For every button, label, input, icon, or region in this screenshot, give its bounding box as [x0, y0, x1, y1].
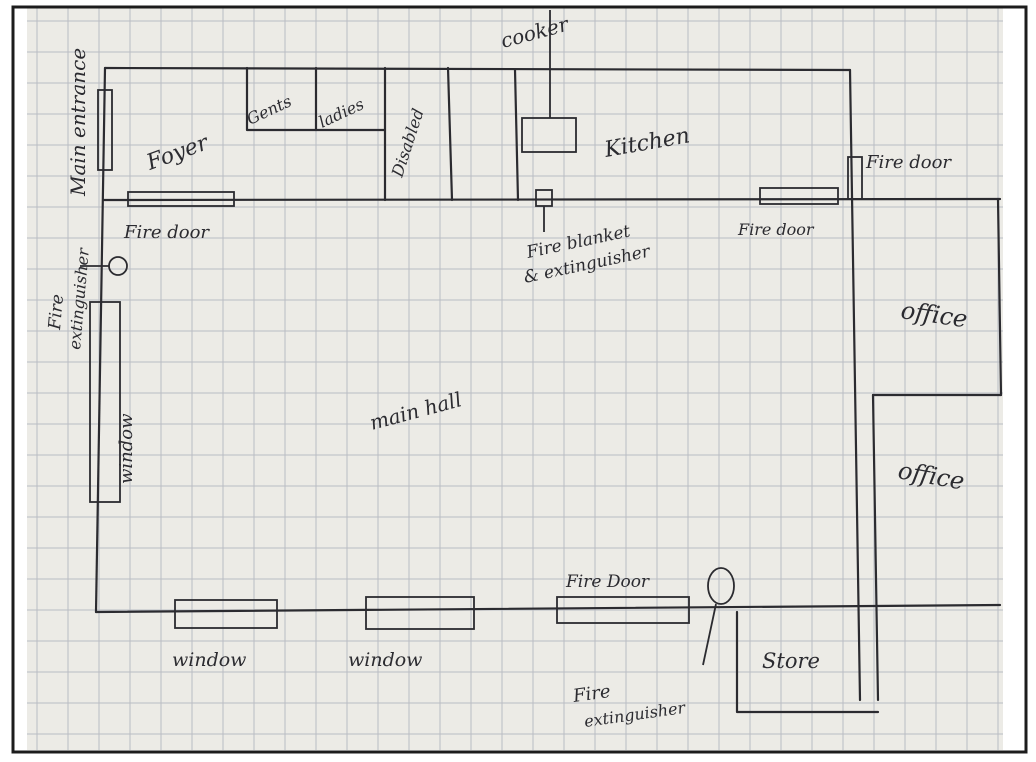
bottom-wall	[94, 603, 1002, 614]
store-walls	[735, 610, 880, 714]
window-bottom-2-label: window	[348, 649, 422, 671]
fire-extinguisher-left-label-line1: Fire	[45, 293, 68, 331]
main-entrance-label: Main entrance	[66, 48, 90, 197]
office-right-wall	[996, 197, 1003, 397]
gents-wall	[245, 66, 387, 132]
top-wall	[103, 66, 852, 72]
window-bottom-1-label: window	[172, 649, 246, 671]
fire-door-bottom-label: Fire Door	[565, 572, 650, 592]
window-bottom-1	[174, 599, 278, 629]
kitchen-office-wall	[848, 68, 862, 702]
screenshot-border	[11, 5, 1028, 754]
window-bottom-2	[365, 596, 475, 630]
graph-paper	[27, 7, 1003, 750]
fire-door-kitchen	[759, 187, 839, 205]
window-left	[89, 301, 121, 503]
fire-door-top-right-label: Fire door	[865, 152, 952, 173]
cooker-symbol	[521, 117, 577, 153]
fire-door-top-right	[847, 156, 863, 200]
main-entrance-door	[97, 89, 113, 171]
office-left-wall-lower	[871, 393, 880, 702]
fire-door-kitchen-label: Fire door	[737, 220, 815, 239]
store-label: Store	[762, 649, 820, 673]
kitchen-left-wall	[513, 68, 520, 202]
fire-door-foyer	[127, 191, 235, 207]
fire-door-foyer-label: Fire door	[123, 222, 210, 243]
window-left-label: window	[116, 413, 137, 484]
fire-extinguisher-bottom-symbol	[707, 567, 735, 605]
left-wall	[94, 66, 107, 614]
fire-extinguisher-bottom-pointer	[702, 603, 717, 666]
disabled-right-wall	[446, 66, 454, 202]
symbols	[80, 10, 863, 666]
fire-door-bottom	[556, 596, 690, 624]
